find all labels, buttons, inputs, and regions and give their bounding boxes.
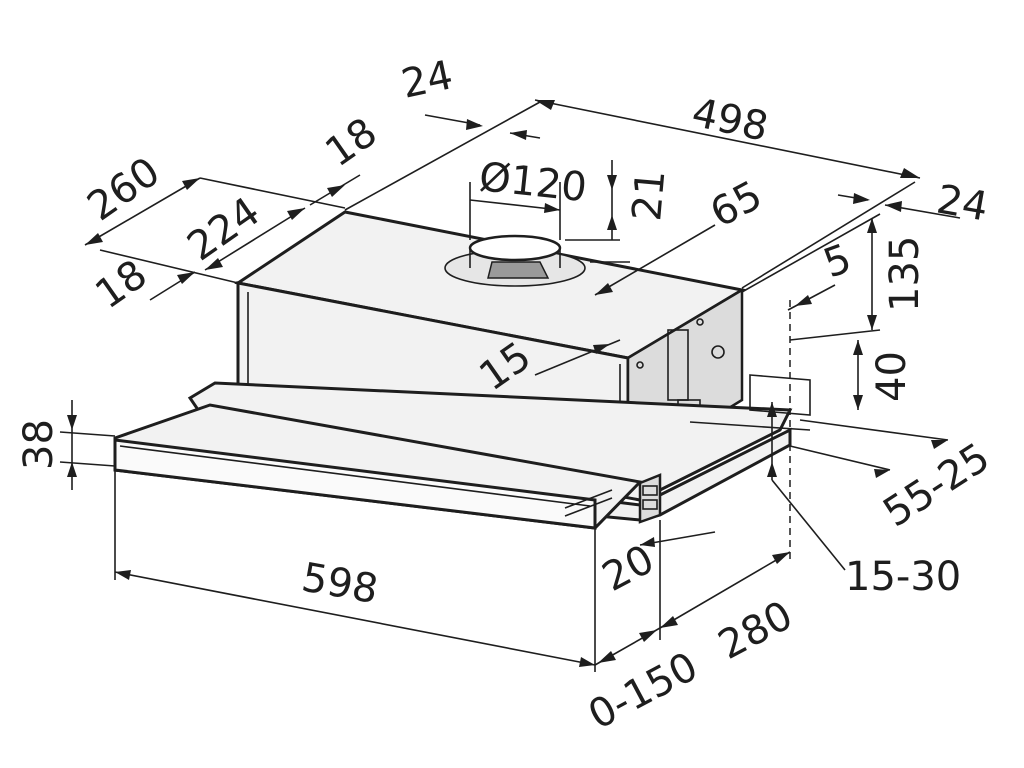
dim-65: 65 <box>703 172 770 237</box>
dim-260: 260 <box>79 149 168 230</box>
dim-24-top: 24 <box>398 52 457 108</box>
dim-38: 38 <box>16 419 62 470</box>
dim-598: 598 <box>298 555 381 614</box>
outlet-flap <box>487 261 550 279</box>
outlet-collar-top <box>468 234 562 262</box>
dim-498: 498 <box>688 90 772 151</box>
dim-5: 5 <box>818 235 858 287</box>
side-screw <box>711 345 725 359</box>
dim-18-top: 18 <box>317 109 385 176</box>
dim-24-right: 24 <box>933 177 991 231</box>
dim-21: 21 <box>624 168 674 223</box>
drawer-end-block <box>638 473 662 524</box>
dim-280: 280 <box>711 592 800 668</box>
dim-15-30: 15-30 <box>845 554 961 600</box>
dim-55-25: 55-25 <box>875 435 998 537</box>
dim-0-150: 0-150 <box>581 644 705 739</box>
dim-diameter-120: Ø120 <box>477 154 589 211</box>
dim-40: 40 <box>869 351 915 402</box>
side-screw <box>696 318 704 326</box>
dim-135: 135 <box>882 236 928 312</box>
side-screw <box>636 361 644 369</box>
